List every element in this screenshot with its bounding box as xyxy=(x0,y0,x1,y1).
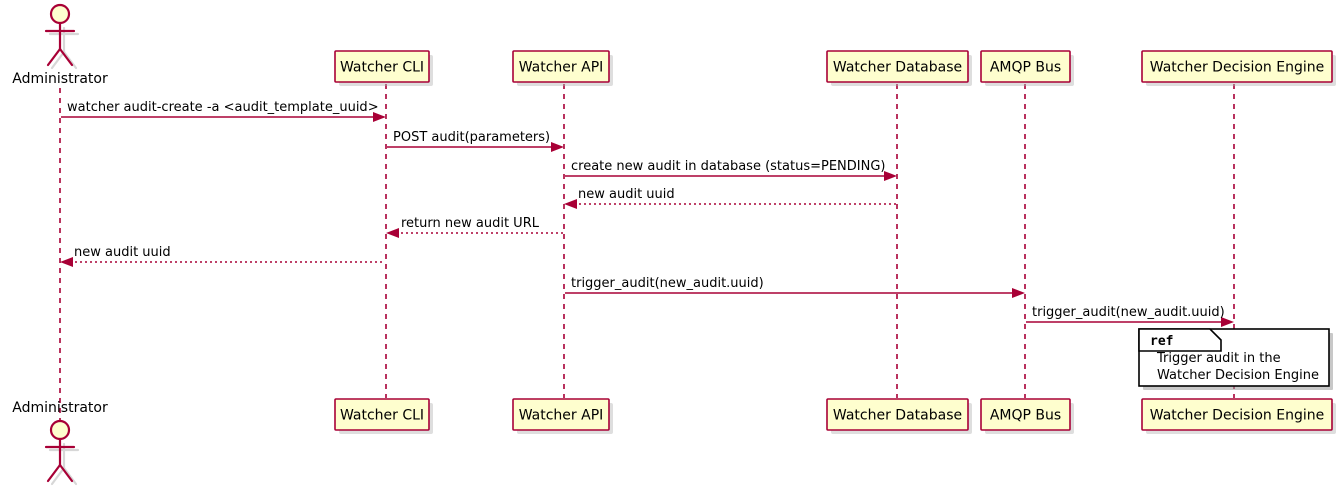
arrowhead-right-icon xyxy=(884,171,897,181)
actor-head-icon-bottom xyxy=(49,419,71,441)
arrowhead-right-icon xyxy=(1012,288,1025,298)
message-label-trigger-audit-bus: trigger_audit(new_audit.uuid) xyxy=(571,276,764,291)
actor-body-icon-bottom xyxy=(44,437,76,483)
arrowhead-right-icon xyxy=(1221,317,1234,327)
message-label-new-audit-uuid-db: new audit uuid xyxy=(578,187,675,202)
participant-watcher-decision-engine-bottom[interactable]: Watcher Decision Engine xyxy=(1141,398,1336,434)
participant-label-watcher-cli-bottom: Watcher CLI xyxy=(340,408,424,424)
participant-watcher-cli-bottom[interactable]: Watcher CLI xyxy=(334,398,433,434)
arrowhead-right-icon xyxy=(373,112,386,122)
message-audit-create[interactable]: watcher audit-create -a <audit_template_… xyxy=(61,100,386,122)
participant-amqp-bus-top[interactable]: AMQP Bus xyxy=(980,50,1074,86)
participant-label-watcher-database-top: Watcher Database xyxy=(833,60,962,76)
participant-watcher-api-top[interactable]: Watcher API xyxy=(512,50,613,86)
message-label-return-audit-url: return new audit URL xyxy=(401,216,540,231)
actor-label-administrator-bottom: Administrator xyxy=(12,400,108,416)
participant-watcher-decision-engine-top[interactable]: Watcher Decision Engine xyxy=(1141,50,1336,86)
ref-fragment-line-1: Trigger audit in the xyxy=(1156,351,1281,366)
message-trigger-audit-bus[interactable]: trigger_audit(new_audit.uuid) xyxy=(565,276,1025,298)
actor-administrator-bottom[interactable]: Administrator xyxy=(12,400,108,486)
actor-administrator-top[interactable]: Administrator xyxy=(12,3,108,87)
message-label-trigger-audit-engine: trigger_audit(new_audit.uuid) xyxy=(1032,305,1225,320)
message-return-audit-url[interactable]: return new audit URL xyxy=(386,216,563,238)
participant-watcher-api-bottom[interactable]: Watcher API xyxy=(512,398,613,434)
participant-watcher-database-bottom[interactable]: Watcher Database xyxy=(826,398,972,434)
participant-label-watcher-decision-engine-bottom: Watcher Decision Engine xyxy=(1150,408,1324,424)
message-new-audit-uuid-cli[interactable]: new audit uuid xyxy=(60,245,385,267)
lifelines-group xyxy=(59,84,1235,424)
message-post-audit[interactable]: POST audit(parameters) xyxy=(387,130,564,152)
ref-fragment-tab xyxy=(1138,328,1222,352)
ref-fragment-keyword: ref xyxy=(1150,334,1173,349)
participant-watcher-cli-top[interactable]: Watcher CLI xyxy=(334,50,433,86)
ref-fragment[interactable]: ref Trigger audit in the Watcher Decisio… xyxy=(1138,328,1333,390)
participant-label-watcher-api-top: Watcher API xyxy=(519,60,604,76)
participant-amqp-bus-bottom[interactable]: AMQP Bus xyxy=(980,398,1074,434)
participant-label-amqp-bus-bottom: AMQP Bus xyxy=(990,408,1061,424)
participant-label-watcher-api-bottom: Watcher API xyxy=(519,408,604,424)
participant-label-watcher-cli-top: Watcher CLI xyxy=(340,60,424,76)
message-label-audit-create: watcher audit-create -a <audit_template_… xyxy=(67,100,379,115)
message-create-audit[interactable]: create new audit in database (status=PEN… xyxy=(565,159,897,181)
participant-label-watcher-decision-engine-top: Watcher Decision Engine xyxy=(1150,60,1324,76)
participant-label-watcher-database-bottom: Watcher Database xyxy=(833,408,962,424)
actor-shadow-top xyxy=(48,26,80,70)
ref-fragment-line-2: Watcher Decision Engine xyxy=(1157,368,1319,383)
arrowhead-left-icon xyxy=(60,257,73,267)
message-trigger-audit-engine[interactable]: trigger_audit(new_audit.uuid) xyxy=(1026,305,1234,327)
actor-head-icon xyxy=(49,3,71,25)
actor-body-icon xyxy=(44,21,76,67)
participant-label-amqp-bus-top: AMQP Bus xyxy=(990,60,1061,76)
participant-watcher-database-top[interactable]: Watcher Database xyxy=(826,50,972,86)
actor-label-administrator-top: Administrator xyxy=(12,71,108,87)
arrowhead-left-icon xyxy=(386,228,399,238)
message-label-post-audit: POST audit(parameters) xyxy=(393,130,550,145)
message-new-audit-uuid-db[interactable]: new audit uuid xyxy=(564,187,896,209)
message-label-create-audit: create new audit in database (status=PEN… xyxy=(571,159,886,174)
arrowhead-right-icon xyxy=(551,142,564,152)
arrowhead-left-icon xyxy=(564,199,577,209)
message-label-new-audit-uuid-cli: new audit uuid xyxy=(74,245,171,260)
actor-shadow-bottom xyxy=(48,442,80,486)
